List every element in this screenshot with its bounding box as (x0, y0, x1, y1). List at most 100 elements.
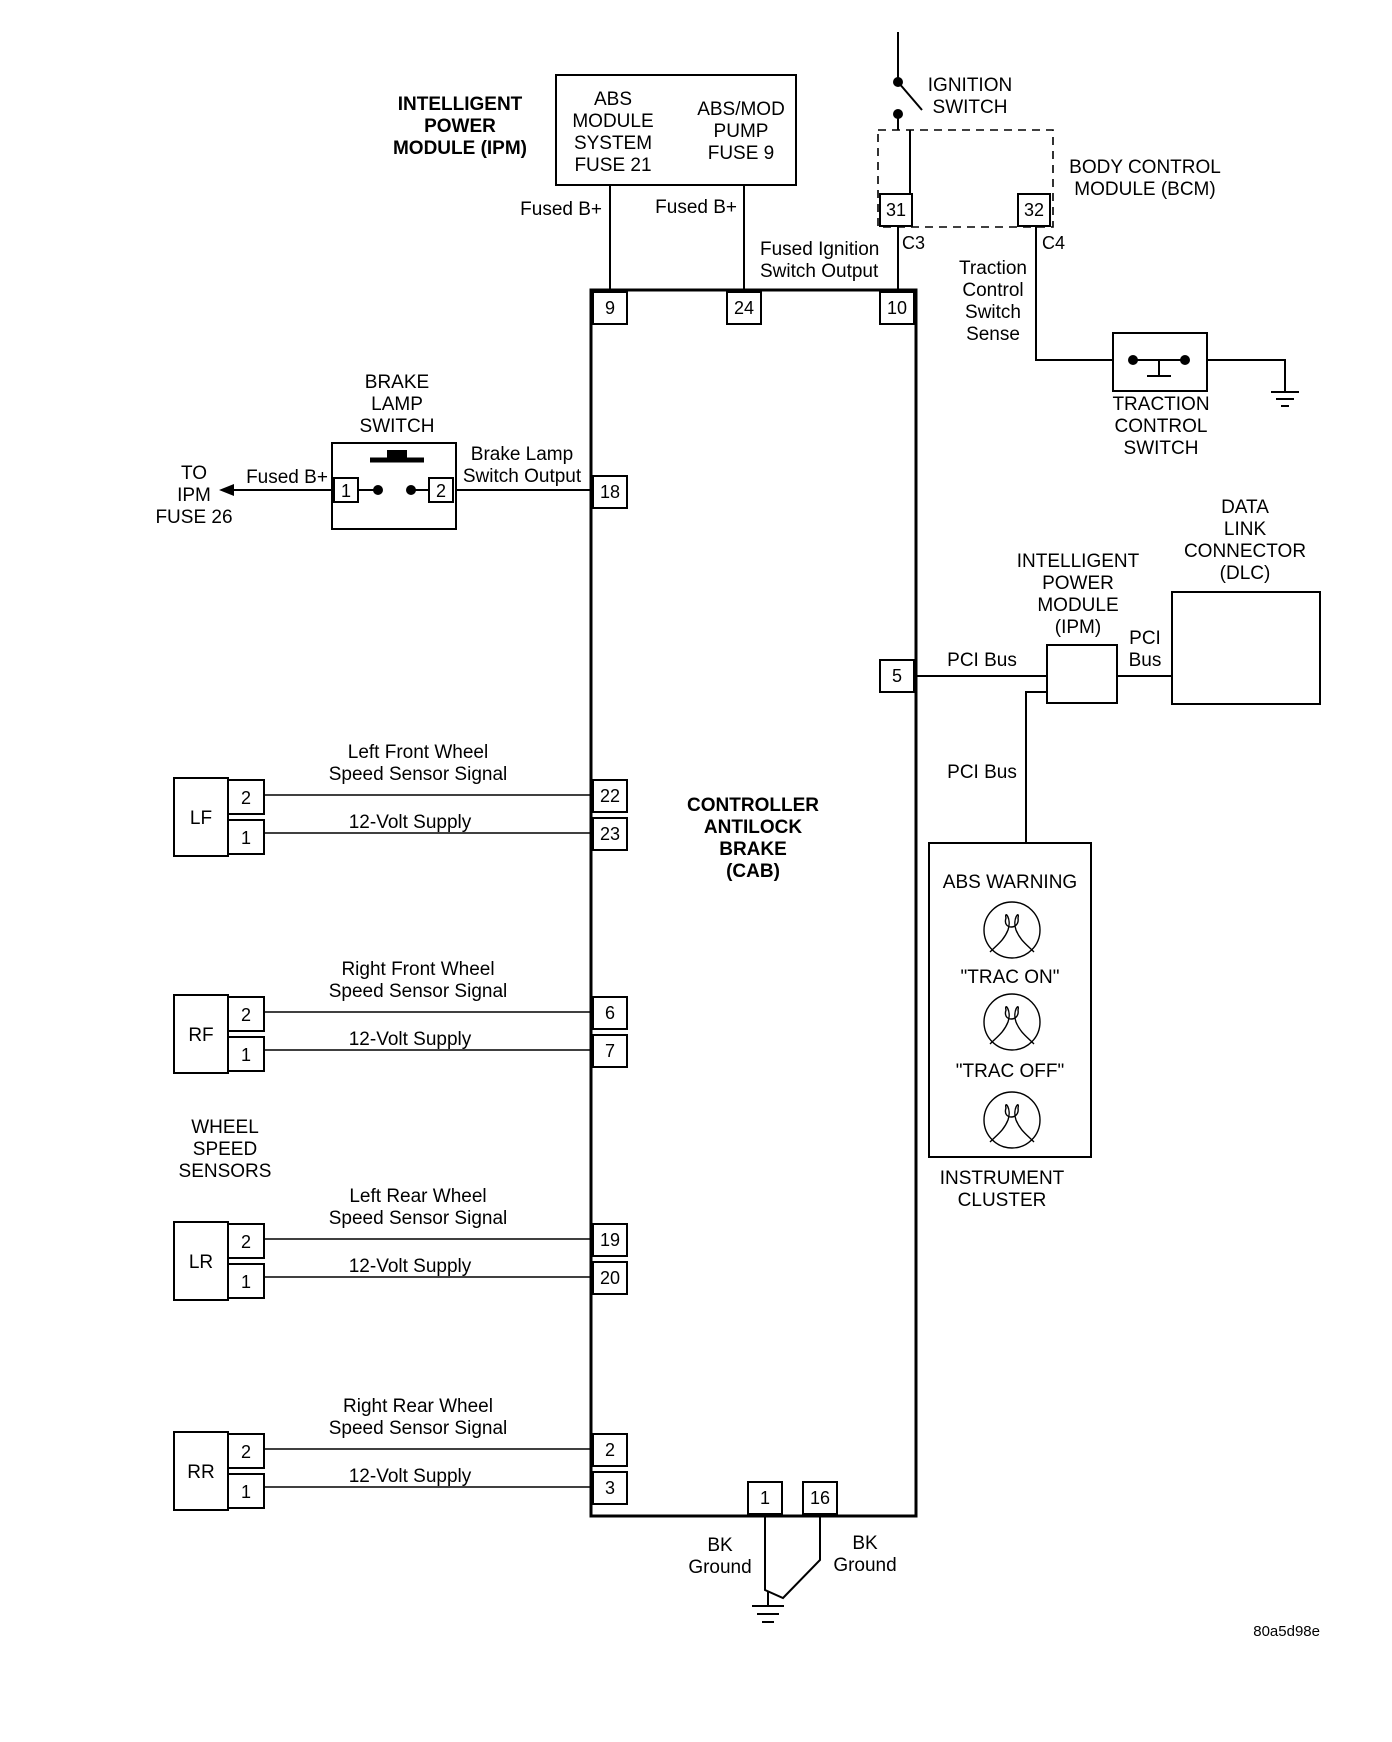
ignition-blade (897, 81, 923, 111)
sensor-lf-pin-1 (227, 819, 265, 855)
trac-off-bulb-icon (983, 1091, 1041, 1149)
ignition-label-line1: IGNITION (928, 75, 1012, 96)
abs-warning-bulb-icon (983, 901, 1041, 959)
cluster-box (928, 842, 1092, 1158)
ipm-top-box (555, 74, 797, 186)
feed-left-label: Fused B+ (520, 199, 602, 220)
sensor-lf-supply-label: 12-Volt Supply (349, 812, 472, 833)
cluster-label-line1: INSTRUMENT (940, 1168, 1065, 1189)
sensor-lr-pin-2-label: 2 (241, 1232, 251, 1252)
cluster-lamp-trac-on-label: "TRAC ON" (961, 967, 1060, 988)
ipm-right-label-line3: MODULE (1037, 595, 1118, 616)
to-ipm-arrowhead (219, 484, 234, 496)
ground-left-line2: Ground (688, 1557, 751, 1578)
cab-pin-10 (879, 291, 915, 325)
ignition-output-line2: Switch Output (760, 261, 879, 282)
fuse-abs-line3: SYSTEM (574, 133, 652, 154)
bcm-pin-31-label: 31 (886, 200, 906, 220)
sensors-group-label-line1: WHEEL (191, 1117, 259, 1138)
cab-pin-18-label: 18 (600, 482, 620, 502)
dlc-box (1171, 591, 1321, 705)
fuse-pump-line3: FUSE 9 (708, 143, 775, 164)
sensor-lr-supply-label: 12-Volt Supply (349, 1256, 472, 1277)
traction-control-switch: TRACTION CONTROL SWITCH (1112, 332, 1299, 459)
sensor-rf-name: RF (188, 1025, 213, 1046)
sensor-rr-signal-label-line2: Speed Sensor Signal (329, 1418, 508, 1439)
cab-pin-3-label: 3 (605, 1478, 615, 1498)
sensor-rf-pin-1-label: 1 (241, 1045, 251, 1065)
fuse-pump-line2: PUMP (714, 121, 769, 142)
cab-pin-9 (592, 291, 628, 325)
cab-pin-2 (592, 1433, 628, 1467)
bcm-pin-31 (879, 193, 913, 227)
dlc-label-line1: DATA (1221, 497, 1269, 518)
dlc-label-line3: CONNECTOR (1184, 541, 1306, 562)
cab-pin-1-label: 1 (760, 1488, 770, 1508)
wire-pci-bus-cluster (1025, 691, 1047, 843)
traction-switch-label-line1: TRACTION (1112, 394, 1209, 415)
cab-pin-16 (802, 1481, 838, 1515)
bcm-dashed-outline (877, 129, 1054, 228)
sensors-group-label-line3: SENSORS (179, 1161, 272, 1182)
brake-feed-label: Fused B+ (246, 467, 328, 488)
ignition-switch: IGNITION SWITCH (893, 32, 1012, 130)
cab-pin-1 (747, 1481, 783, 1515)
ipm-top-title-line1: INTELLIGENT (398, 94, 523, 115)
ground-right-line1: BK (852, 1533, 878, 1554)
cab-pin-20 (592, 1261, 628, 1295)
sensor-lf-pin-1-label: 1 (241, 828, 251, 848)
sensor-lf-signal-label-line2: Speed Sensor Signal (329, 764, 508, 785)
cab-pin-19 (592, 1223, 628, 1257)
trac-on-bulb-icon (983, 993, 1041, 1051)
cab-pin-2-label: 2 (605, 1440, 615, 1460)
to-ipm-line2: IPM (177, 485, 211, 506)
cab-pin-18 (592, 475, 628, 509)
cluster-lamp-abs-label: ABS WARNING (943, 872, 1077, 893)
sensor-lr-pin-2 (227, 1223, 265, 1259)
cab-pin-20-label: 20 (600, 1268, 620, 1288)
figure-code: 80a5d98e (1253, 1623, 1320, 1640)
sensor-rf-pin-2 (227, 996, 265, 1032)
cab-pin-5-label: 5 (892, 666, 902, 686)
sensor-rf-supply-label: 12-Volt Supply (349, 1029, 472, 1050)
bcm-conn-c4: C4 (1042, 233, 1065, 253)
ground-wires (764, 1514, 821, 1600)
ipm-top: INTELLIGENT POWER MODULE (IPM) ABS MODUL… (393, 74, 797, 293)
ipm-right-label-line4: (IPM) (1055, 617, 1101, 638)
cab-ground: BK Ground BK Ground (688, 1514, 897, 1623)
sensor-rf-signal-label-line1: Right Front Wheel (341, 959, 494, 980)
fuse-pump-line1: ABS/MOD (697, 99, 785, 120)
sensor-lr-pin-1-label: 1 (241, 1272, 251, 1292)
cab-pin-6 (592, 996, 628, 1030)
traction-sense-line4: Sense (966, 324, 1020, 345)
brake-lamp-contact-left (373, 485, 383, 495)
cab-pin-3 (592, 1471, 628, 1505)
dlc-label-line2: LINK (1224, 519, 1267, 540)
fuse-abs-line2: MODULE (572, 111, 653, 132)
cab-pin-5 (879, 659, 915, 693)
brake-lamp-switch: BRAKE LAMP SWITCH 1 2 TO IPM FUSE 26 Fus… (155, 372, 593, 530)
sensor-rr-pin-1 (227, 1473, 265, 1509)
ground-left-line1: BK (707, 1535, 733, 1556)
controller-antilock-brake: CONTROLLER ANTILOCK BRAKE (CAB) 9 24 10 … (589, 288, 918, 1518)
brake-lamp-plunger-head (387, 450, 407, 459)
ipm-right-box (1046, 644, 1118, 704)
traction-switch-label-line3: SWITCH (1124, 438, 1199, 459)
sensor-lr-signal-label-line2: Speed Sensor Signal (329, 1208, 508, 1229)
sensor-lf-pin-2-label: 2 (241, 788, 251, 808)
cab-pin-6-label: 6 (605, 1003, 615, 1023)
cab-pin-10-label: 10 (887, 298, 907, 318)
sensors-group-label-line2: SPEED (193, 1139, 257, 1160)
ground-right-line2: Ground (833, 1555, 896, 1576)
to-ipm-line1: TO (181, 463, 207, 484)
cab-outline (589, 288, 918, 1518)
sensor-rf-signal-label-line2: Speed Sensor Signal (329, 981, 508, 1002)
ipm-right-label-line1: INTELLIGENT (1017, 551, 1140, 572)
body-control-module: 31 32 BODY CONTROL MODULE (BCM) C3 C4 Fu… (760, 129, 1221, 361)
cab-pin-23-label: 23 (600, 824, 620, 844)
instrument-cluster: ABS WARNING "TRAC ON" "TRAC OFF" INSTRUM… (928, 842, 1092, 1211)
sensor-lf-signal-label-line1: Left Front Wheel (348, 742, 488, 763)
pci-bus-cluster-label: PCI Bus (947, 762, 1017, 783)
feed-right-label: Fused B+ (655, 197, 737, 218)
